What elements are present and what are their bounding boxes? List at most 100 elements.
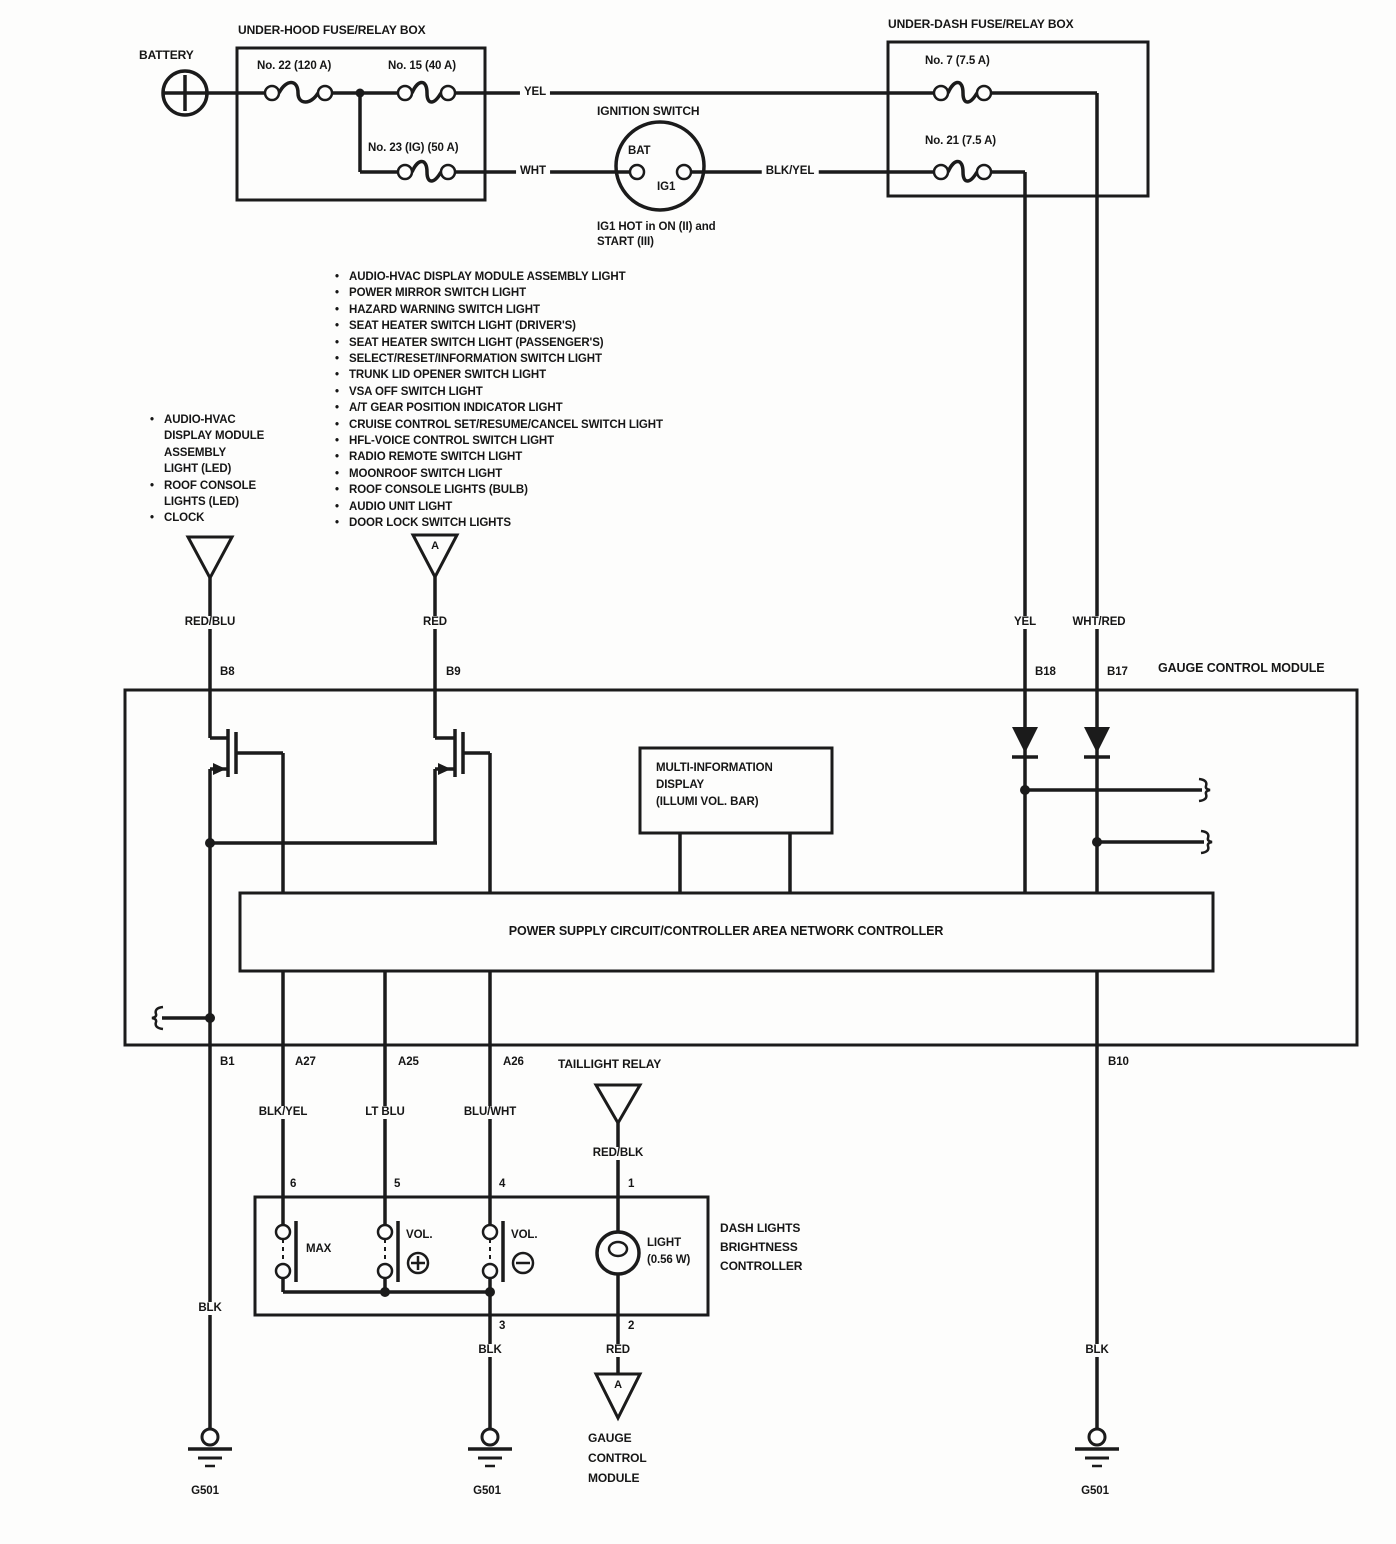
- list-item: •ROOF CONSOLE: [150, 479, 257, 492]
- fuse-23-label: No. 23 (IG) (50 A): [368, 142, 459, 154]
- junction-dots: [205, 88, 1102, 1297]
- connector-triangle-a-top: [410, 533, 460, 581]
- list-item: DISPLAY MODULE: [164, 430, 265, 443]
- multi-info-line2: DISPLAY: [656, 779, 705, 791]
- illumination-loads-list: •AUDIO-HVAC DISPLAY MODULE ASSEMBLY LIGH…: [335, 269, 663, 532]
- gauge-module-outline: [123, 688, 1359, 1047]
- underhood-box-title: UNDER-HOOD FUSE/RELAY BOX: [238, 23, 426, 37]
- wire-label-blk-left: BLK: [194, 1302, 226, 1315]
- ground-label-mid: G501: [473, 1485, 501, 1497]
- continuation-brace-right-1: [1198, 777, 1211, 803]
- wire-label-blk-right: BLK: [1081, 1344, 1113, 1357]
- left-loads-list: •AUDIO-HVAC DISPLAY MODULE ASSEMBLY LIGH…: [150, 412, 264, 527]
- list-item: •TRUNK LID OPENER SWITCH LIGHT: [335, 369, 547, 382]
- minus-icon: [511, 1251, 535, 1275]
- wire-yel-column: [991, 170, 1027, 893]
- fuse-7-symbol: [932, 80, 993, 104]
- list-item: •SEAT HEATER SWITCH LIGHT (DRIVER'S): [335, 320, 576, 333]
- pin-1: 1: [628, 1178, 635, 1190]
- list-item: •AUDIO-HVAC: [150, 414, 236, 426]
- bulb-label-line2: (0.56 W): [647, 1254, 691, 1266]
- bottom-ref-line3: MODULE: [588, 1471, 640, 1485]
- power-bar-outline: [238, 891, 1215, 973]
- plus-icon: [406, 1251, 430, 1275]
- gauge-module-title: GAUGE CONTROL MODULE: [1158, 661, 1325, 675]
- multi-info-line1: MULTI-INFORMATION: [656, 762, 773, 774]
- ground-left: [188, 1427, 232, 1468]
- transistor-right: [433, 729, 490, 843]
- pin-a27: A27: [295, 1056, 316, 1068]
- dlbc-name-line1: DASH LIGHTS: [720, 1221, 801, 1235]
- list-item: •HAZARD WARNING SWITCH LIGHT: [335, 303, 540, 316]
- pin-b18: B18: [1035, 666, 1056, 678]
- list-item: LIGHT (LED): [164, 463, 232, 476]
- wire-label-blu-wht: BLU/WHT: [459, 1106, 521, 1119]
- list-item: •ROOF CONSOLE LIGHTS (BULB): [335, 484, 528, 497]
- continuation-brace-right-2: [1200, 829, 1213, 855]
- wire-label-yel-top: YEL: [519, 86, 551, 99]
- switch-vol-down: [481, 1197, 535, 1292]
- fuse-22-label: No. 22 (120 A): [257, 60, 332, 72]
- list-item: •AUDIO UNIT LIGHT: [335, 500, 453, 513]
- list-item: •HFL-VOICE CONTROL SWITCH LIGHT: [335, 435, 555, 448]
- list-item: •CRUISE CONTROL SET/RESUME/CANCEL SWITCH…: [335, 418, 663, 431]
- connector-a-bottom-letter: A: [614, 1379, 622, 1391]
- pin-b17: B17: [1107, 666, 1128, 678]
- ground-right: [1075, 1427, 1119, 1468]
- pin-6: 6: [290, 1178, 297, 1190]
- connector-triangle-left: [185, 535, 235, 582]
- ground-label-right: G501: [1081, 1485, 1109, 1497]
- pin-b8: B8: [220, 666, 235, 678]
- multi-info-line3: (ILLUMI VOL. BAR): [656, 796, 759, 808]
- ignition-switch-symbol: [614, 120, 706, 212]
- list-item: LIGHTS (LED): [164, 496, 239, 509]
- dlbc-outline: [253, 1195, 710, 1317]
- list-item: •AUDIO-HVAC DISPLAY MODULE ASSEMBLY LIGH…: [335, 271, 626, 283]
- underdash-box-title: UNDER-DASH FUSE/RELAY BOX: [888, 17, 1074, 31]
- ground-label-left: G501: [191, 1485, 219, 1497]
- list-item: •MOONROOF SWITCH LIGHT: [335, 467, 503, 480]
- list-item: ASSEMBLY: [164, 446, 227, 459]
- switch-vol-up: [376, 1197, 430, 1292]
- wire-label-blk-yel-top: BLK/YEL: [761, 165, 819, 178]
- continuation-brace-left: [151, 1005, 164, 1031]
- pin-b10: B10: [1108, 1056, 1129, 1068]
- battery-label: BATTERY: [139, 48, 194, 62]
- power-bar-label: POWER SUPPLY CIRCUIT/CONTROLLER AREA NET…: [508, 924, 944, 938]
- wire-label-red-blk: RED/BLK: [588, 1147, 648, 1160]
- ignition-bat-terminal: BAT: [628, 145, 651, 157]
- list-item: •SELECT/RESET/INFORMATION SWITCH LIGHT: [335, 353, 602, 366]
- multi-info-outline: [638, 746, 834, 835]
- switch-vol-down-label: VOL.: [511, 1229, 538, 1241]
- wire-label-red-bulb: RED: [602, 1344, 634, 1357]
- pin-5: 5: [394, 1178, 401, 1190]
- wire-to-fuse23: [358, 93, 398, 174]
- pin-3: 3: [499, 1320, 506, 1332]
- taillight-relay-label: TAILLIGHT RELAY: [558, 1057, 662, 1071]
- taillight-relay-triangle: [593, 1083, 643, 1126]
- ignition-note-line1: IG1 HOT in ON (II) and: [597, 221, 716, 233]
- list-item: •DOOR LOCK SWITCH LIGHTS: [335, 517, 511, 530]
- list-item: •POWER MIRROR SWITCH LIGHT: [335, 287, 527, 300]
- fuse-15-label: No. 15 (40 A): [388, 60, 456, 72]
- fuse-23-symbol: [396, 159, 457, 183]
- connector-triangle-a-bottom: [593, 1372, 643, 1422]
- wire-label-red-blu: RED/BLU: [180, 616, 240, 629]
- ignition-ig1-terminal: IG1: [657, 181, 676, 193]
- list-item: •A/T GEAR POSITION INDICATOR LIGHT: [335, 402, 563, 415]
- battery-symbol: [161, 69, 265, 117]
- diode-b18: [1012, 727, 1038, 759]
- fuse-7-label: No. 7 (7.5 A): [925, 55, 990, 67]
- list-item: •CLOCK: [150, 512, 205, 525]
- underdash-box-outline: [886, 40, 1150, 198]
- wire-label-blk-yel-a27: BLK/YEL: [254, 1106, 312, 1119]
- ignition-note-line2: START (III): [597, 236, 654, 248]
- wire-label-red: RED: [419, 616, 451, 629]
- fuse-15-symbol: [396, 80, 457, 104]
- wires-multi-info: [678, 833, 792, 893]
- wire-label-lt-blu: LT BLU: [361, 1106, 409, 1119]
- dlbc-name-line2: BRIGHTNESS: [720, 1240, 798, 1254]
- fuse-21-symbol: [932, 159, 993, 183]
